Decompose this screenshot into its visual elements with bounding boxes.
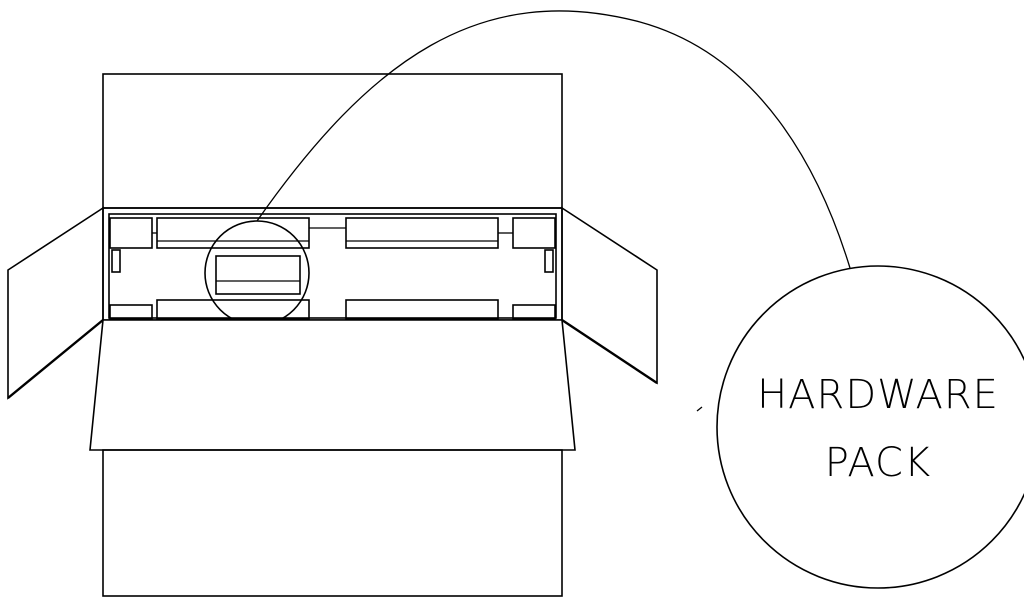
- packed-rail-bottom-right: [345, 299, 499, 320]
- packed-spacer-left: [111, 249, 121, 273]
- hardware-pack-highlight-circle: [204, 220, 310, 326]
- packed-spacer-right: [544, 249, 554, 273]
- hardware-pack-item: [215, 255, 301, 295]
- packed-rail-top-left: [156, 217, 310, 249]
- callout-leader-line: [256, 10, 851, 269]
- box-right-flap-edge: [561, 318, 658, 385]
- packed-part-bottom-left: [109, 304, 153, 320]
- packed-part-bottom-right: [512, 304, 556, 320]
- packed-rail-top-right: [345, 217, 499, 249]
- box-right-flap: [561, 206, 658, 385]
- box-back-flap: [102, 73, 563, 209]
- box-left-flap-edge: [7, 319, 104, 399]
- hardware-pack-callout-circle: [716, 265, 1024, 589]
- stray-mark: [696, 406, 703, 412]
- packed-part-top-right: [512, 217, 556, 249]
- packed-part-top-left: [109, 217, 153, 249]
- box-inner-wall: [108, 213, 557, 319]
- box-front-flap: [89, 319, 576, 451]
- callout-label-line1: HARDWARE: [757, 372, 999, 418]
- box-left-flap: [7, 206, 104, 400]
- box-lower-body: [102, 449, 563, 597]
- callout-label-line2: PACK: [825, 440, 931, 486]
- box-opening: [102, 207, 563, 321]
